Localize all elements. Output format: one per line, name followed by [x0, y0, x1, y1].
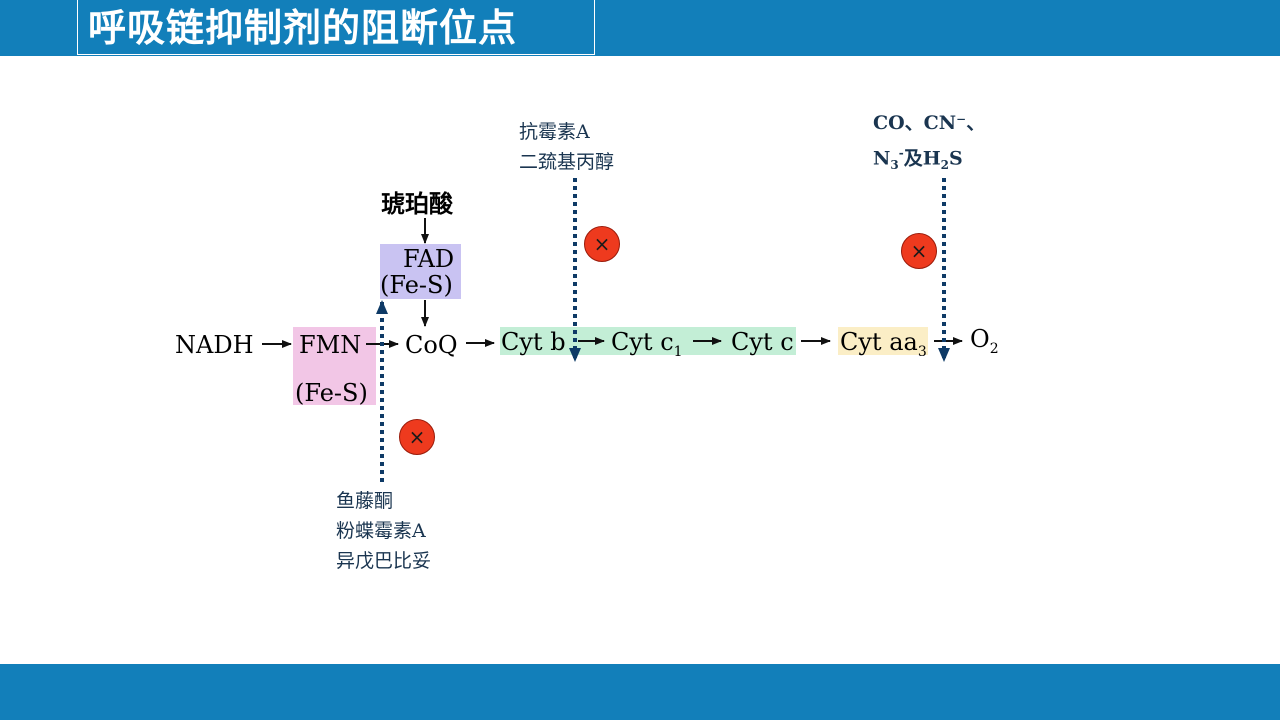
inhibitor-complex3-list: 抗霉素A 二巯基丙醇	[519, 117, 614, 177]
oxygen-label: O2	[970, 325, 999, 357]
block-complex3-icon: ×	[584, 226, 620, 262]
fmn-complex-box	[293, 327, 376, 405]
fmn-label: FMN	[299, 331, 362, 359]
footer-bar	[0, 664, 1280, 720]
inhibitor-complex1-list: 鱼藤酮 粉蝶霉素A 异戊巴比妥	[336, 486, 431, 576]
coq-label: CoQ	[405, 331, 458, 359]
inhibitor-co-cn: CO、CN⁻、	[873, 112, 986, 134]
fad-complex-box	[380, 244, 461, 299]
cyt-c1-label: Cyt c1	[611, 328, 683, 360]
cyt-b-label: Cyt b	[501, 328, 566, 356]
cyt-aa3-box	[838, 327, 928, 355]
inhibitor-azide-h2s: N3-及H2S	[873, 146, 963, 173]
cytochrome-box	[500, 327, 796, 355]
cyt-aa3-label: Cyt aa3	[840, 328, 927, 360]
fad-fes-label: (Fe-S)	[380, 271, 453, 299]
page-title: 呼吸链抑制剂的阻断位点	[88, 6, 518, 50]
inhibitor-antimycin: 抗霉素A	[519, 121, 590, 143]
fmn-fes-label: (Fe-S)	[295, 379, 368, 407]
inhibitor-piericidin: 粉蝶霉素A	[336, 520, 426, 542]
nadh-label: NADH	[175, 331, 254, 359]
header-bar	[0, 0, 1280, 56]
inhibitor-complex4-list: CO、CN⁻、 N3-及H2S	[873, 108, 985, 180]
succinate-label: 琥珀酸	[381, 189, 453, 218]
block-complex1-icon: ×	[399, 419, 435, 455]
inhibitor-amytal: 异戊巴比妥	[336, 550, 432, 572]
inhibitor-bal: 二巯基丙醇	[519, 151, 615, 173]
block-complex4-icon: ×	[901, 233, 937, 269]
fad-label: FAD	[403, 245, 455, 273]
inhibitor-rotenone: 鱼藤酮	[336, 490, 394, 512]
cyt-c-label: Cyt c	[731, 328, 794, 356]
title-frame	[77, 0, 595, 55]
